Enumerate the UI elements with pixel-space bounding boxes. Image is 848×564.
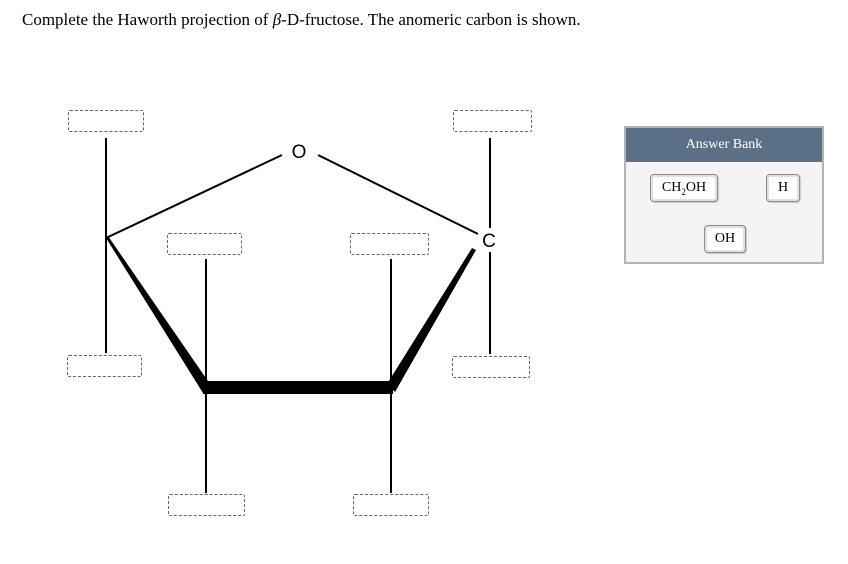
question-suffix: -D-fructose. The anomeric carbon is show… bbox=[281, 10, 581, 29]
bond-c2-o bbox=[105, 154, 283, 239]
oh-label: OH bbox=[714, 231, 736, 246]
answer-bank-title: Answer Bank bbox=[626, 128, 822, 162]
bond-c3-c4-bold bbox=[203, 381, 393, 394]
drop-target-left-down[interactable] bbox=[67, 355, 142, 377]
drop-target-inner-left[interactable] bbox=[167, 233, 242, 255]
question-prefix: Complete the Haworth projection of bbox=[22, 10, 273, 29]
answer-chip-h[interactable]: H bbox=[766, 174, 800, 202]
drop-target-bottom-right[interactable] bbox=[353, 494, 429, 516]
bond-c2-c3-wedge bbox=[106, 236, 210, 393]
drop-target-right-down[interactable] bbox=[452, 356, 530, 378]
drop-target-bottom-left[interactable] bbox=[168, 494, 245, 516]
answer-bank: Answer Bank CH2OH H OH bbox=[624, 126, 824, 264]
bond-c4-c5-wedge bbox=[387, 248, 476, 392]
anomeric-carbon-label: C bbox=[482, 231, 496, 252]
ch2oh-main: CH bbox=[661, 180, 682, 195]
ch2oh-subscript: 2 bbox=[681, 186, 686, 197]
h-label: H bbox=[777, 180, 789, 195]
question-text: Complete the Haworth projection of β-D-f… bbox=[22, 10, 581, 30]
bond-o-c5 bbox=[317, 154, 479, 235]
drop-target-inner-right[interactable] bbox=[350, 233, 429, 255]
ring-oxygen-label: O bbox=[292, 142, 307, 163]
ch2oh-tail: OH bbox=[685, 180, 707, 195]
drop-target-top-left[interactable] bbox=[68, 110, 144, 132]
beta-symbol: β bbox=[272, 10, 282, 29]
answer-chip-ch2oh[interactable]: CH2OH bbox=[650, 174, 718, 202]
answer-chip-oh[interactable]: OH bbox=[704, 225, 746, 253]
drop-target-top-right[interactable] bbox=[453, 110, 532, 132]
